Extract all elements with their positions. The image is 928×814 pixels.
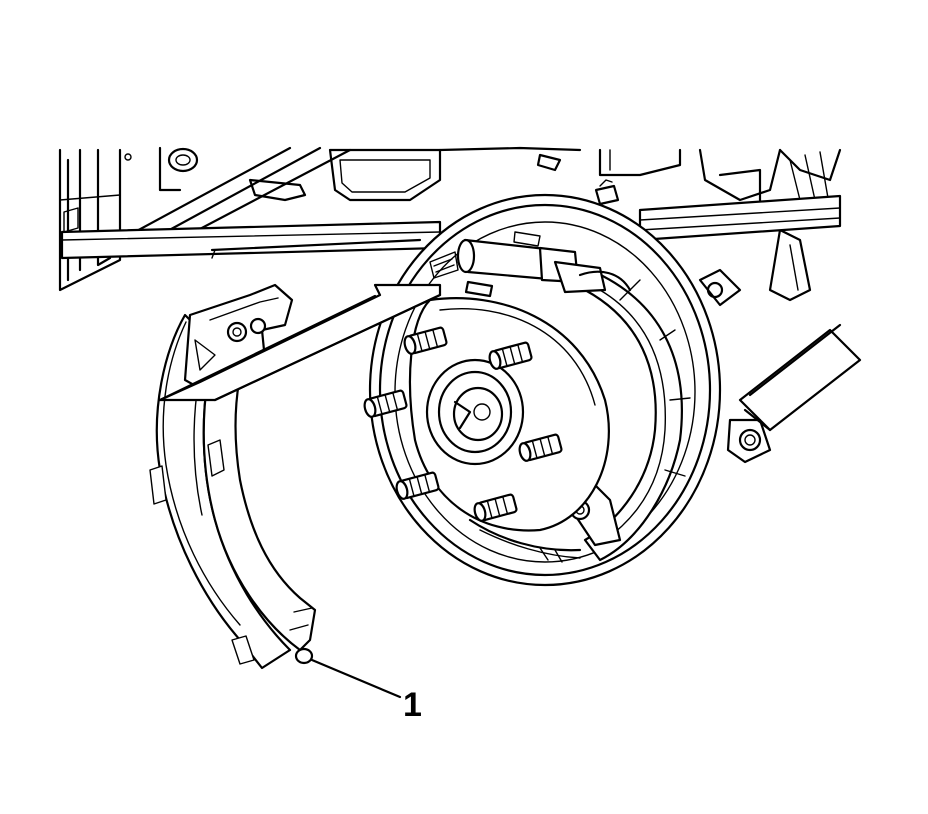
- callout-1-number: 1: [403, 686, 422, 724]
- rear-axle-icon: [60, 179, 842, 260]
- callout-1: 1: [310, 658, 422, 724]
- exploded-view-arrow: [158, 283, 442, 402]
- callout-1-leader-line: [310, 658, 402, 699]
- wheel-cylinder-icon: [429, 231, 632, 298]
- wheel-stud-icon: [363, 326, 563, 522]
- suspension-frame-icon: [58, 146, 862, 464]
- drum-brake-assembly-icon: [368, 193, 722, 587]
